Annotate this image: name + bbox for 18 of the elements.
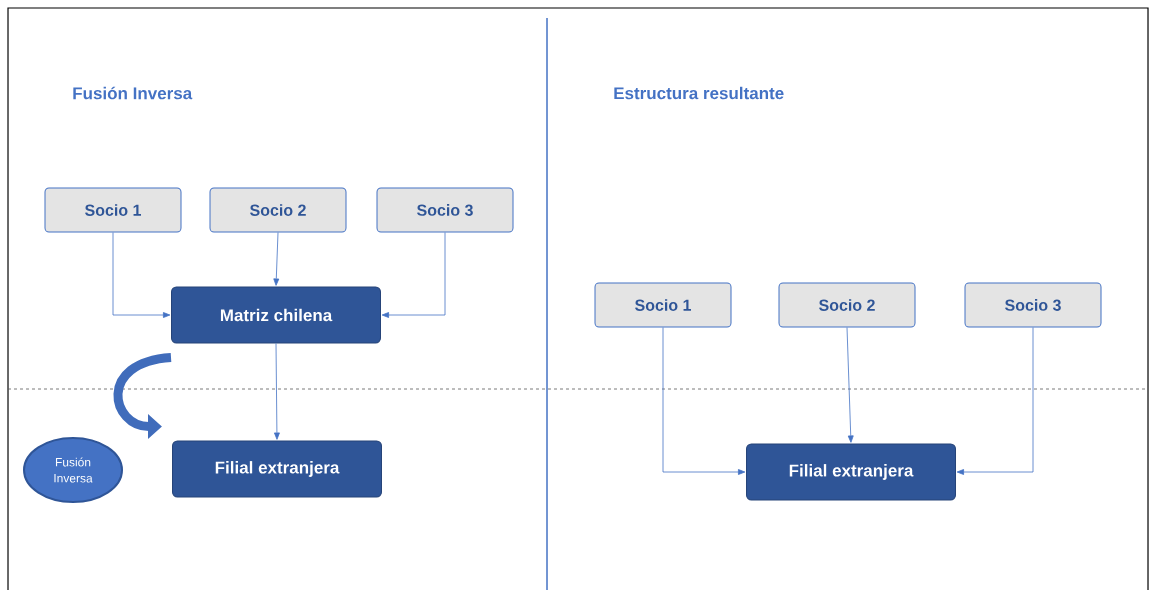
- partner-box: Socio 2: [209, 187, 347, 233]
- partner-box: Socio 1: [44, 187, 182, 233]
- arrow: [274, 343, 280, 440]
- arrow: [846, 327, 854, 443]
- partner-box: Socio 3: [376, 187, 514, 233]
- arrow: [956, 327, 1034, 475]
- company-box: Matriz chilena: [171, 286, 381, 344]
- partner-box: Socio 3: [964, 282, 1102, 328]
- arrow: [112, 232, 171, 318]
- arrow: [273, 232, 280, 286]
- company-box: Filial extranjera: [746, 443, 956, 501]
- partner-box: Socio 1: [594, 282, 732, 328]
- company-box: Filial extranjera: [172, 440, 382, 498]
- section-title: Estructura resultante: [614, 86, 784, 100]
- arrow: [662, 327, 746, 475]
- arrow: [381, 232, 446, 318]
- partner-box: Socio 2: [778, 282, 916, 328]
- section-title: Fusión Inversa: [73, 86, 193, 100]
